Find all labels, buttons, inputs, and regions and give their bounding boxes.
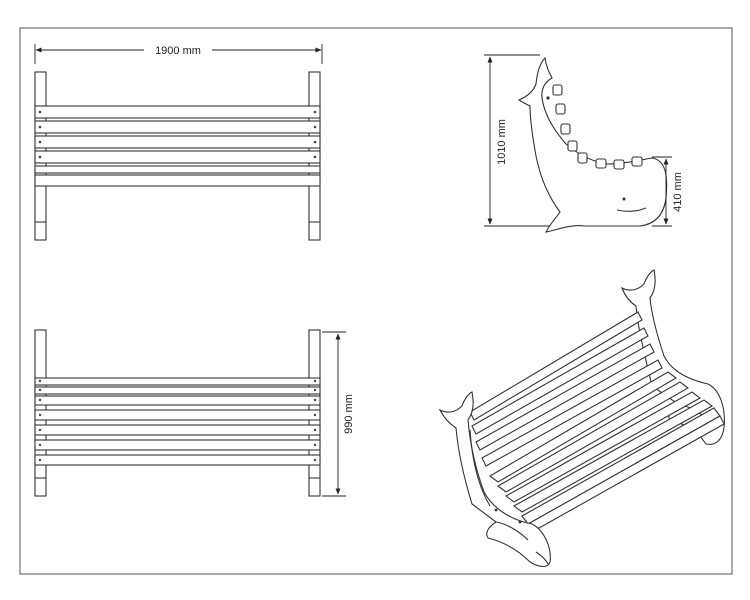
top-slat — [34, 377, 321, 386]
drawing-frame — [19, 27, 733, 575]
side-view: 1010 mm 410 mm — [484, 54, 684, 233]
top-view: 990 mm — [34, 329, 355, 497]
front-slat — [34, 174, 321, 187]
front-slat — [34, 120, 321, 134]
iso-backrest-slats — [469, 311, 663, 467]
depth-dimension-label: 990 mm — [343, 394, 355, 434]
top-slat — [34, 439, 321, 451]
front-slat — [34, 135, 321, 149]
iso-seat-slats — [489, 371, 721, 525]
top-slat — [34, 386, 321, 395]
top-slat — [34, 424, 321, 436]
total-height-dimension-label: 1010 mm — [496, 119, 508, 165]
backrest-slat-sections — [552, 84, 643, 170]
seat-height-dimension-label: 410 mm — [672, 172, 684, 212]
whale-side-profile — [517, 56, 668, 233]
top-slat — [34, 395, 321, 406]
front-slat — [34, 150, 321, 164]
isometric-view — [438, 269, 725, 568]
iso-left-whale-end — [438, 391, 551, 568]
front-slat — [34, 105, 321, 119]
front-view: 1900 mm — [34, 44, 323, 241]
top-slat — [34, 409, 321, 421]
length-dimension-label: 1900 mm — [155, 45, 201, 57]
front-slat — [34, 165, 321, 174]
top-slat — [34, 454, 321, 466]
